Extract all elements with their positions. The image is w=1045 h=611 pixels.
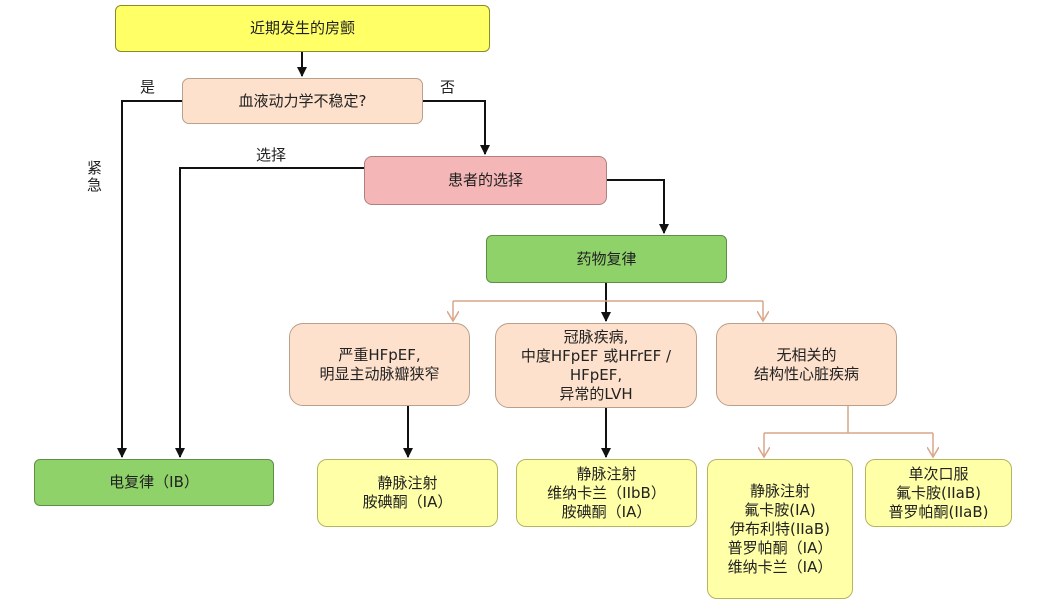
- category-no-structural-node: 无相关的 结构性心脏疾病: [716, 323, 897, 406]
- treatment-hfpef-node: 静脉注射 胺碘酮（IA）: [317, 459, 498, 527]
- category-hfpef-line: 严重HFpEF,: [338, 345, 421, 364]
- yes-label: 是: [140, 78, 156, 96]
- hemodynamic-question-text: 血液动力学不稳定?: [238, 91, 367, 110]
- treatment-iv-node: 静脉注射 氟卡胺(IA) 伊布利特(IIaB) 普罗帕酮（IA） 维纳卡兰（IA…: [707, 459, 853, 599]
- start-node: 近期发生的房颤: [115, 5, 490, 52]
- category-coronary-node: 冠脉疾病, 中度HFpEF 或HFrEF / HFpEF, 异常的LVH: [495, 323, 697, 408]
- treatment-hfpef-line: 胺碘酮（IA）: [362, 493, 453, 511]
- treatment-iv-line: 氟卡胺(IA): [744, 500, 816, 519]
- hemodynamic-question-node: 血液动力学不稳定?: [182, 78, 423, 124]
- electric-cardioversion-text: 电复律（IB）: [109, 473, 199, 491]
- treatment-hfpef-line: 静脉注射: [377, 474, 438, 492]
- patient-choice-node: 患者的选择: [364, 156, 607, 205]
- category-no-structural-line: 结构性心脏疾病: [753, 364, 859, 383]
- category-hfpef-stenosis-node: 严重HFpEF, 明显主动脉瓣狭窄: [289, 323, 470, 406]
- patient-choice-text: 患者的选择: [447, 171, 523, 189]
- category-coronary-line: 中度HFpEF 或HFrEF /: [520, 346, 672, 365]
- treatment-oral-line: 氟卡胺(IIaB): [895, 483, 982, 502]
- category-coronary-line: 异常的LVH: [559, 384, 633, 403]
- drug-conversion-text: 药物复律: [576, 249, 637, 268]
- treatment-oral-line: 普罗帕酮(IIaB): [888, 502, 989, 521]
- edge-stable-to-choice: [423, 100, 490, 155]
- treatment-coronary-line: 维纳卡兰（IIbB）: [547, 483, 666, 502]
- no-label: 否: [440, 78, 456, 96]
- treatment-coronary-node: 静脉注射 维纳卡兰（IIbB） 胺碘酮（IA）: [516, 459, 697, 527]
- treatment-iv-line: 静脉注射: [749, 481, 810, 500]
- treatment-iv-line: 伊布利特(IIaB): [729, 519, 831, 538]
- choice-label: 选择: [256, 146, 287, 164]
- treatment-oral-node: 单次口服 氟卡胺(IIaB) 普罗帕酮(IIaB): [865, 459, 1012, 527]
- urgent-label: 紧急: [85, 160, 103, 194]
- category-hfpef-line: 明显主动脉瓣狭窄: [319, 364, 440, 383]
- start-node-text: 近期发生的房颤: [249, 19, 355, 37]
- edge-unstable-to-electric: [117, 100, 182, 458]
- treatment-coronary-line: 静脉注射: [576, 464, 637, 483]
- edge-choice-to-drug: [607, 179, 669, 234]
- category-coronary-line: HFpEF,: [569, 365, 623, 384]
- treatment-oral-line: 单次口服: [908, 464, 969, 483]
- electric-cardioversion-node: 电复律（IB）: [34, 459, 274, 506]
- treatment-coronary-line: 胺碘酮（IA）: [561, 502, 652, 521]
- category-no-structural-line: 无相关的: [776, 345, 837, 364]
- edge-choice-to-electric: [175, 167, 364, 458]
- treatment-iv-line: 普罗帕酮（IA）: [727, 538, 833, 557]
- drug-conversion-node: 药物复律: [486, 235, 727, 283]
- treatment-iv-line: 维纳卡兰（IA）: [727, 557, 833, 576]
- branch-none-treatments: [764, 406, 933, 434]
- category-coronary-line: 冠脉疾病,: [563, 327, 629, 346]
